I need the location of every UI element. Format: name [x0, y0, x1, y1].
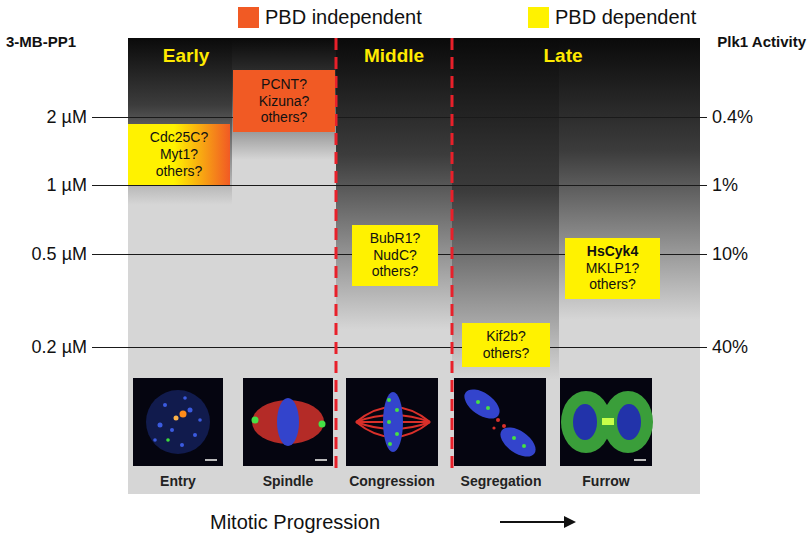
box-text: PCNT? Kizuna? others? [247, 76, 321, 126]
entry-column [128, 38, 232, 494]
legend-entry: PBD dependent [528, 6, 696, 29]
activity-label: 10% [712, 244, 748, 265]
spindle-column [232, 38, 336, 494]
kinase-target-box: BubR1? NudC? others? [352, 225, 438, 286]
kinase-target-box: Kif2b? others? [462, 323, 550, 367]
middle-column [336, 38, 452, 494]
progression-arrow [500, 516, 576, 528]
phase-heading: Early [163, 45, 209, 67]
stage-label: Spindle [263, 473, 314, 489]
activity-label: 1% [712, 175, 738, 196]
entry-micrograph [133, 378, 223, 466]
phase-heading: Late [543, 45, 582, 67]
kinase-target-box: Cdc25C? Myt1? others? [128, 124, 230, 185]
dose-label: 0.5 µM [32, 244, 87, 265]
dose-label: 0.2 µM [32, 337, 87, 358]
kinase-target-box: PCNT? Kizuna? others? [233, 70, 335, 132]
panel-ground [128, 38, 700, 494]
segregation-column [452, 38, 559, 494]
spindle-micrograph [243, 378, 333, 466]
activity-label: 0.4% [712, 107, 753, 128]
kinase-target-box: HsCyk4MKLP1? others? [565, 238, 660, 299]
axis-caption: Mitotic Progression [210, 511, 380, 534]
phase-dividers [336, 38, 452, 470]
legend-text: PBD dependent [555, 6, 696, 29]
legend-text: PBD independent [265, 6, 422, 29]
box-text: Kif2b? others? [469, 328, 543, 362]
furrow-column [559, 38, 700, 494]
segregation-micrograph [454, 378, 546, 466]
stage-label: Segregation [461, 473, 542, 489]
threshold-lines [92, 118, 707, 348]
stage-label: Congression [349, 473, 435, 489]
stage-label: Furrow [582, 473, 629, 489]
congression-micrograph [346, 378, 438, 466]
dose-label: 1 µM [47, 175, 87, 196]
box-text: BubR1? NudC? others? [358, 230, 432, 280]
dose-label: 2 µM [47, 107, 87, 128]
legend-swatch [528, 7, 549, 28]
box-text: HsCyk4 [587, 243, 638, 260]
legend-entry: PBD independent [238, 6, 422, 29]
stage-label: Entry [160, 473, 196, 489]
box-text: MKLP1? others? [576, 260, 650, 294]
box-text: Cdc25C? Myt1? others? [142, 129, 216, 179]
phase-heading: Middle [364, 45, 424, 67]
axis-title: Plk1 Activity [717, 33, 806, 50]
legend-swatch [238, 7, 259, 28]
furrow-micrograph [560, 378, 653, 466]
axis-title: 3-MB-PP1 [6, 33, 76, 50]
activity-label: 40% [712, 337, 748, 358]
